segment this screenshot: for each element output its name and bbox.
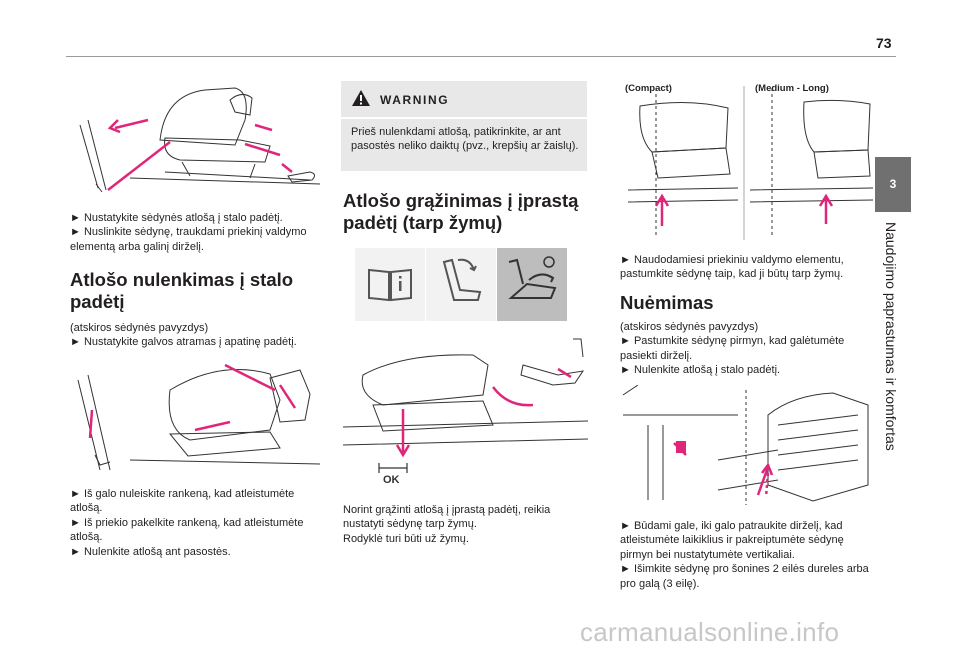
- col3-sub: (atskiros sėdynės pavyzdys) ► Pastumkite…: [620, 320, 873, 378]
- icon-cell-fold: [497, 248, 567, 321]
- col1-intro-line: ► Nustatykite sėdynės atlošą į stalo pad…: [70, 212, 283, 224]
- top-rule: [66, 56, 896, 57]
- chapter-title: Naudojimo paprastumas ir komfortas: [883, 222, 899, 451]
- label-compact: (Compact): [625, 83, 672, 94]
- col1-sub: (atskiros sėdynės pavyzdys) ► Nustatykit…: [70, 321, 328, 350]
- col3-step-line: ► Išimkite sėdynę pro šonines 2 eilės du…: [620, 563, 869, 590]
- col3-sub-line: ► Pastumkite sėdynę pirmyn, kad galėtumė…: [620, 335, 845, 362]
- watermark: carmanualsonline.info: [580, 617, 840, 647]
- col3-heading: Nuėmimas: [620, 292, 714, 313]
- col1-step-line: ► Nulenkite atlošą ant pasostės.: [70, 545, 231, 558]
- col3-top-text: ► Naudodamiesi priekiniu valdymo element…: [620, 253, 873, 282]
- col2-line: Norint grąžinti atlošą į įprastą padėtį,…: [343, 504, 551, 531]
- col1-sub-line: (atskiros sėdynės pavyzdys): [70, 322, 209, 334]
- col3-sub-line: ► Nulenkite atlošą į stalo padėtį.: [620, 364, 781, 377]
- col1-intro: ► Nustatykite sėdynės atlošą į stalo pad…: [70, 211, 328, 254]
- chapter-tab[interactable]: 3: [875, 157, 911, 212]
- col1-step-line: ► Iš priekio pakelkite rankeną, kad atle…: [70, 516, 304, 544]
- figure-headrest-lower: [70, 360, 325, 475]
- warning-title: WARNING: [380, 93, 450, 107]
- col1-intro-line: ► Nuslinkite sėdynę, traukdami priekinį …: [70, 226, 307, 253]
- page-number: 73: [876, 35, 892, 51]
- label-medium-long: (Medium - Long): [755, 83, 829, 94]
- figure-seat-variants: (Compact) (Medium - Long): [618, 78, 873, 240]
- icon-strip: [355, 248, 567, 321]
- manual-book-icon: [368, 268, 412, 302]
- figure-seat-marks: OK: [343, 335, 588, 485]
- col1-steps: ► Iš galo nuleiskite rankeną, kad atleis…: [70, 487, 328, 559]
- figure-seat-slide: [70, 80, 325, 198]
- figure-seat-removal: [618, 385, 873, 505]
- warning-icon: [352, 90, 370, 106]
- col1-sub-line: ► Nustatykite galvos atramas į apatinę p…: [70, 336, 297, 349]
- col2-heading: Atlošo grąžinimas į įprastą padėtį (tarp…: [343, 190, 579, 233]
- col2-line: Rodyklė turi būti už žymų.: [343, 532, 469, 545]
- col1-step-line: ► Iš galo nuleiskite rankeną, kad atleis…: [70, 488, 295, 515]
- icon-cell-manual: [355, 248, 425, 321]
- warning-header: WARNING: [341, 81, 587, 119]
- col3-sub-line: (atskiros sėdynės pavyzdys): [620, 321, 759, 333]
- col1-heading: Atlošo nulenkimas į stalo padėtį: [70, 269, 294, 312]
- icon-cell-recline: [426, 248, 496, 321]
- warning-text: Prieš nulenkdami atlošą, patikrinkite, a…: [351, 126, 579, 153]
- warning-box: WARNING Prieš nulenkdami atlošą, patikri…: [341, 81, 587, 171]
- col3-steps: ► Būdami gale, iki galo patraukite dirže…: [620, 519, 873, 591]
- seat-recline-icon: [442, 258, 482, 301]
- col3-top-line: ► Naudodamiesi priekiniu valdymo element…: [620, 254, 844, 281]
- figure-ok-label: OK: [383, 474, 400, 485]
- col2-text: Norint grąžinti atlošą į įprastą padėtį,…: [343, 503, 588, 546]
- seat-fold-icon: [508, 256, 557, 299]
- col3-step-line: ► Būdami gale, iki galo patraukite dirže…: [620, 520, 844, 561]
